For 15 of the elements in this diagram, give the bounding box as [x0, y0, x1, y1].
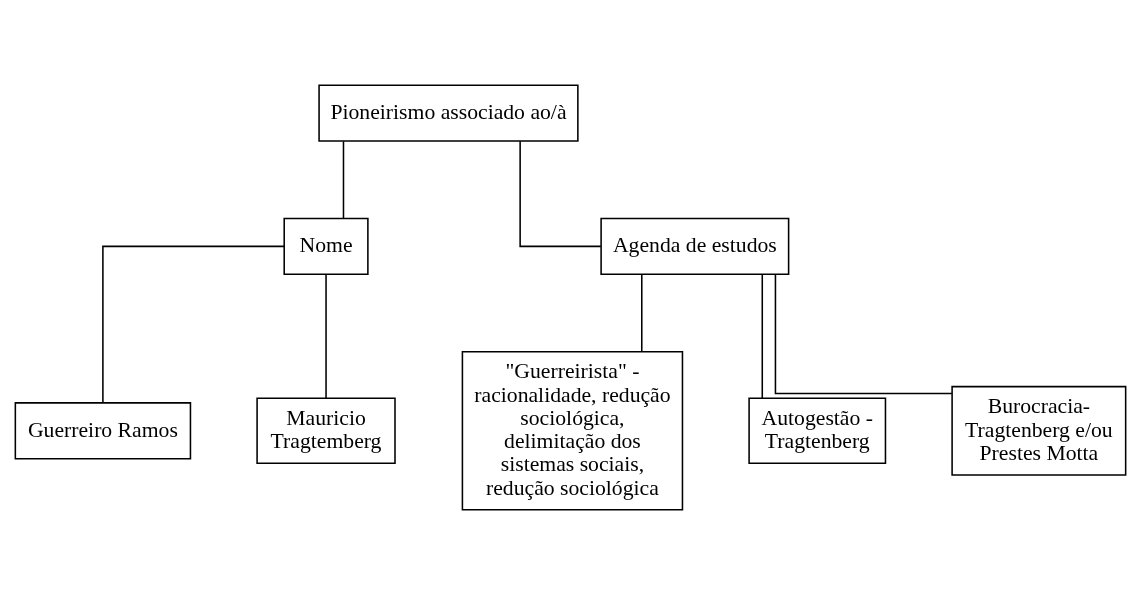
node-box: Mauricio Tragtemberg — [256, 396, 396, 464]
connector — [761, 273, 764, 399]
node-box: Pioneirismo associado ao/à — [318, 83, 579, 142]
node-box: Nome — [283, 217, 369, 275]
connector — [102, 245, 285, 404]
connector — [342, 140, 345, 219]
node-box: "Guerreirista" - racionalidade, redução sociológica, delimitação dos sistemas sociais, redução sociológica — [461, 350, 684, 511]
node-box: Agenda de estudos — [600, 217, 790, 275]
connector — [641, 273, 643, 352]
node-box: Burocracia- Tragtenberg e/ou Prestes Motta — [951, 385, 1127, 476]
connector — [519, 140, 602, 247]
node-box: Autogestão - Tragtenberg — [748, 396, 887, 464]
connector — [774, 273, 953, 394]
node-box: Guerreiro Ramos — [14, 401, 192, 459]
connector — [325, 273, 327, 399]
